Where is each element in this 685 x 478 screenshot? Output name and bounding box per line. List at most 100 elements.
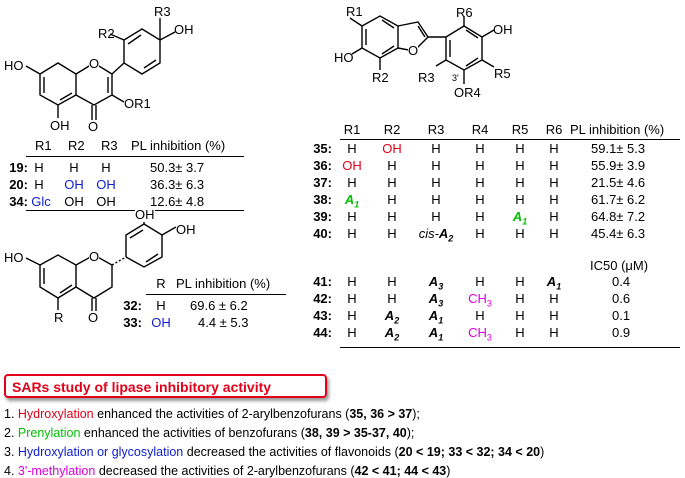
table3-cell: H xyxy=(387,274,397,289)
flavanone-carbonyl-o: O xyxy=(88,310,99,325)
benzofuran-r3: R3 xyxy=(418,70,435,85)
table3-cell: cis-A2 xyxy=(418,226,454,244)
table3-cell: A2 xyxy=(384,308,400,326)
benzofuran-oh: OH xyxy=(493,22,513,37)
flavanone-oh-4p: OH xyxy=(176,222,196,237)
table3-cell: A1 xyxy=(344,192,360,210)
table3-row-id: 43: xyxy=(313,308,332,323)
table3-row-id: 38: xyxy=(313,192,332,207)
table3-cell: H xyxy=(431,175,441,190)
table3-value: 64.8± 7.2 xyxy=(591,209,646,224)
table3-header-r2: R2 xyxy=(383,122,401,137)
table3-header-pl: PL inhibition (%) xyxy=(570,122,665,137)
table1-cell: 50.3± 3.7 xyxy=(150,160,205,175)
flavonol-ring-o: O xyxy=(89,56,100,71)
table3-cell: H xyxy=(347,274,357,289)
table3-cell: H xyxy=(549,141,559,156)
table3-cell: H xyxy=(515,308,525,323)
sar-highlight: Prenylation xyxy=(17,426,81,440)
table3-value: 55.9± 3.9 xyxy=(591,158,646,173)
sar-text: enhanced the activities of benzofurans ( xyxy=(80,426,305,440)
sar-item: 3. Hydroxylation or glycosylation decrea… xyxy=(4,445,544,459)
table3-cell: H xyxy=(475,209,485,224)
table3-header-r3: R3 xyxy=(427,122,445,137)
table3-cell: H xyxy=(431,209,441,224)
table3-cell: H xyxy=(347,325,357,340)
sar-number: 2. xyxy=(4,426,18,440)
sar-text: ) xyxy=(540,445,545,459)
table3-header-r5: R5 xyxy=(511,122,529,137)
table1-header-r2: R2 xyxy=(68,138,85,153)
table3-cell: H xyxy=(475,274,485,289)
sar-item: 1. Hydroxylation enhanced the activities… xyxy=(4,407,420,421)
flavanone-oh-7: HO xyxy=(4,250,24,265)
table3-cell: H xyxy=(387,226,397,241)
table3-value: 45.4± 6.3 xyxy=(591,226,646,241)
table3-cell: OH xyxy=(342,158,362,173)
table3-cell: H xyxy=(549,158,559,173)
benzofuran-r6: R6 xyxy=(456,5,473,20)
table3-cell: H xyxy=(431,141,441,156)
sar-text: ); xyxy=(412,407,420,421)
flavonol-r3: R3 xyxy=(154,4,171,19)
sar-highlight: 3'-methylation xyxy=(17,464,96,478)
table1-header-pl: PL inhibition (%) xyxy=(131,138,226,153)
table3-cell: H xyxy=(549,209,559,224)
table1-cell: Glc xyxy=(31,194,51,209)
table3-cell: H xyxy=(515,158,525,173)
table3-top-rule xyxy=(340,139,680,140)
table2-top-rule xyxy=(146,294,286,295)
table3-header-r4: R4 xyxy=(471,122,489,137)
table1-row-id: 20: xyxy=(9,177,28,192)
table3-cell: OH xyxy=(382,141,402,156)
table3-bottom-rule xyxy=(340,347,680,348)
table3-cell: H xyxy=(387,291,397,306)
table3-cell: H xyxy=(515,325,525,340)
table1-cell: OH xyxy=(96,177,116,192)
flavanone-ring-o: O xyxy=(89,249,100,264)
table2-header-pl: PL inhibition (%) xyxy=(176,276,271,291)
table1-cell: H xyxy=(34,160,44,175)
sar-item: 4. 3'-methylation decreased the activiti… xyxy=(4,464,450,478)
table3-cell: A1 xyxy=(428,325,444,343)
table3-cell: CH3 xyxy=(468,325,492,343)
table3-value: 0.1 xyxy=(612,308,631,323)
table3-cell: H xyxy=(515,175,525,190)
table3-row-id: 39: xyxy=(313,209,332,224)
table3-row-id: 42: xyxy=(313,291,332,306)
table3-cell: H xyxy=(549,226,559,241)
table1-header-r3: R3 xyxy=(101,138,118,153)
sar-text: decreased the activities of 2-arylbenzof… xyxy=(95,464,355,478)
table3-value: 61.7± 6.2 xyxy=(591,192,646,207)
table3-cell: A3 xyxy=(428,291,444,309)
benzofuran-r5: R5 xyxy=(494,66,511,81)
flavanone-oh-2p: OH xyxy=(135,207,155,222)
benzofuran-ho: HO xyxy=(334,50,354,65)
table3-row-id: 35: xyxy=(313,141,332,156)
table3-cell: H xyxy=(549,192,559,207)
table3-value: 59.1± 5.3 xyxy=(591,141,646,156)
flavanone-structure xyxy=(25,215,177,311)
flavanone-r: R xyxy=(54,310,64,325)
table1-row-id: 19: xyxy=(9,160,28,175)
benzofuran-structure xyxy=(349,15,495,84)
table3-cell: H xyxy=(431,158,441,173)
table3-cell: H xyxy=(475,192,485,207)
table3-row-id: 37: xyxy=(313,175,332,190)
flavonol-carbonyl-o: O xyxy=(88,119,99,134)
table3-cell: A2 xyxy=(384,325,400,343)
table1-cell: OH xyxy=(64,177,84,192)
flavonol-oh-5: OH xyxy=(50,118,70,133)
sar-number: 1. xyxy=(4,407,18,421)
sar-text: decreased the activities of flavonoids ( xyxy=(183,445,399,459)
table1-top-rule xyxy=(26,156,244,157)
table3-cell: H xyxy=(475,175,485,190)
table2-cell: H xyxy=(156,298,166,313)
sar-text: ); xyxy=(406,426,415,440)
sar-title: SARs study of lipase inhibitory activity xyxy=(12,379,272,395)
table3-cell: H xyxy=(431,192,441,207)
sar-text: ) xyxy=(446,464,451,478)
table3-value: 21.5± 4.6 xyxy=(591,175,646,190)
table3-cell: H xyxy=(347,308,357,323)
table3-cell: A3 xyxy=(428,274,444,292)
